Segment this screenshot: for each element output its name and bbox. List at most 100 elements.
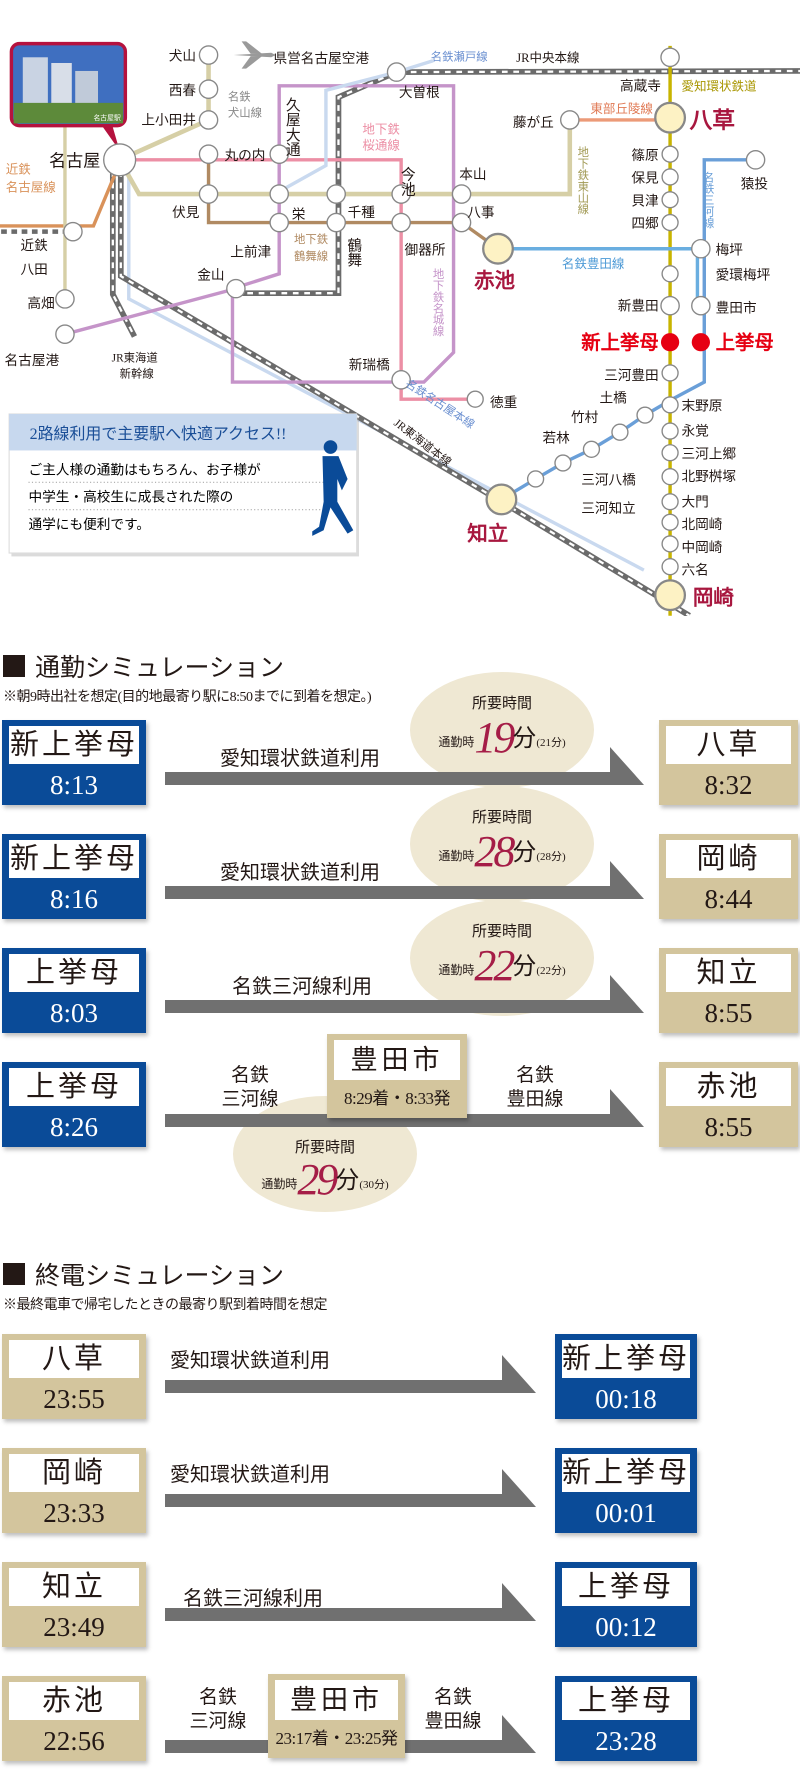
station-time: 23:55 xyxy=(43,1384,105,1414)
line-label: JR中央本線 xyxy=(516,50,580,65)
commute-label: 通勤時 xyxy=(261,1177,298,1191)
station-label: 八田 xyxy=(21,262,48,277)
station-label: 愛環梅坪 xyxy=(716,268,771,283)
station-circle xyxy=(660,47,680,68)
station-label: 猿投 xyxy=(741,176,769,191)
arrow-head-icon xyxy=(502,1355,536,1393)
minutes-unit: 分 xyxy=(512,840,537,866)
line-jr-shinkansen xyxy=(109,171,138,338)
heading-square-icon xyxy=(3,655,25,677)
station-time: 23:28 xyxy=(595,1726,657,1756)
station-label: 竹村 xyxy=(571,410,599,425)
station-time: 23:49 xyxy=(43,1612,105,1642)
airplane-icon xyxy=(233,41,276,69)
minutes-unit: 分 xyxy=(335,1168,360,1194)
station-label: 丸の内 xyxy=(225,148,266,163)
route-label-first: 名鉄三河線 xyxy=(210,1064,290,1112)
arrow-head-icon xyxy=(502,1469,536,1507)
station-circle xyxy=(661,145,679,163)
station-circle xyxy=(391,184,411,204)
callout-line: 中学生・高校生に成長された際の xyxy=(28,489,233,505)
minutes: 28 xyxy=(474,827,515,876)
last-train-section-heading: 終電シミュレーション xyxy=(3,1256,284,1292)
transfer-time: 23:17着・23:25発 xyxy=(275,1729,398,1748)
station-circle xyxy=(269,144,290,164)
station-label: 上前津 xyxy=(230,244,271,260)
station-circle xyxy=(269,212,290,233)
station-circle xyxy=(451,184,472,204)
station-label: 四郷 xyxy=(631,216,659,231)
station-label: 三河豊田 xyxy=(604,368,659,383)
duration-label: 所要時間 xyxy=(471,924,532,940)
station-label: 高畑 xyxy=(27,295,54,311)
station-label: 鶴舞 xyxy=(345,237,361,267)
station-label: 久屋大通 xyxy=(284,97,300,156)
station-label: 今池 xyxy=(399,167,415,197)
station-name: 知立 xyxy=(666,954,791,992)
normal-minutes: (30分) xyxy=(359,1179,389,1191)
minutes-unit: 分 xyxy=(512,726,537,752)
station-label: 八事 xyxy=(467,205,495,220)
station-name: 新上挙母 xyxy=(562,1340,690,1378)
commute-label: 通勤時 xyxy=(438,963,475,977)
callout-line: ご主人様の通勤はもちろん、お子様が xyxy=(28,462,260,477)
station-name: 八草 xyxy=(9,1340,139,1378)
commute-title: 通勤シミュレーション xyxy=(35,655,285,682)
station-name: 知立 xyxy=(9,1568,139,1606)
arrow-head-icon xyxy=(502,1583,536,1621)
line-meijo xyxy=(230,84,456,384)
arrow-head-icon xyxy=(502,1715,536,1753)
origin-station-box: 八草 23:55 xyxy=(2,1334,146,1419)
duration-value: 通勤時22分(22分) xyxy=(410,940,594,991)
line-inuyama xyxy=(118,55,211,162)
student-walking-icon xyxy=(312,440,354,536)
line-label: 新幹線 xyxy=(120,367,154,381)
route-label: 愛知環状鉄道利用 xyxy=(220,748,380,770)
route-label-first-line: 三河線 xyxy=(221,1089,279,1110)
station-label: 赤池 xyxy=(474,268,515,292)
station-time: 8:16 xyxy=(49,884,98,914)
station-circle xyxy=(661,265,679,283)
station-circle xyxy=(745,150,766,170)
line-higashiyama xyxy=(117,119,573,197)
station-label: 若林 xyxy=(542,430,570,445)
route-label-first-line: 名鉄 xyxy=(198,1687,237,1708)
normal-minutes: (28分) xyxy=(536,851,566,863)
minutes: 29 xyxy=(297,1155,338,1204)
station-name: 岡崎 xyxy=(9,1454,139,1492)
heading-square-icon xyxy=(3,1263,25,1285)
station-label: 上挙母 xyxy=(716,331,774,354)
route-label: 愛知環状鉄道利用 xyxy=(220,862,380,884)
callout-title: 2路線利用で主要駅へ快適アクセス!! xyxy=(30,425,287,443)
route-arrow xyxy=(165,1380,502,1393)
route-label: 愛知環状鉄道利用 xyxy=(170,1464,330,1486)
route-label: 名鉄三河線利用 xyxy=(183,1588,323,1610)
station-circle xyxy=(582,440,601,458)
station-name: 上挙母 xyxy=(9,954,139,992)
line-kintetsu xyxy=(0,170,118,228)
line-label: 近鉄 xyxy=(6,163,32,177)
line-label: 名鉄豊田線 xyxy=(562,256,625,271)
line-label: 名鉄瀬戸線 xyxy=(431,50,488,64)
line-label: 東部丘陵線 xyxy=(590,101,653,116)
last-train-title: 終電シミュレーション xyxy=(35,1263,285,1290)
commute-label: 通勤時 xyxy=(438,735,475,749)
station-circle xyxy=(691,238,711,259)
station-label: 八草 xyxy=(689,108,735,133)
station-circle xyxy=(661,422,679,440)
station-name: 赤池 xyxy=(9,1682,139,1720)
route-label: 愛知環状鉄道利用 xyxy=(170,1350,330,1372)
station-label: 近鉄 xyxy=(21,238,49,253)
station-circle xyxy=(661,191,679,209)
route-label-second: 名鉄豊田線 xyxy=(413,1686,493,1734)
station-label: 土橋 xyxy=(599,391,627,406)
line-mikawa xyxy=(500,158,756,501)
route-arrow xyxy=(165,1608,502,1621)
station-circle xyxy=(55,289,75,309)
origin-station-box: 知立 23:49 xyxy=(2,1562,146,1647)
